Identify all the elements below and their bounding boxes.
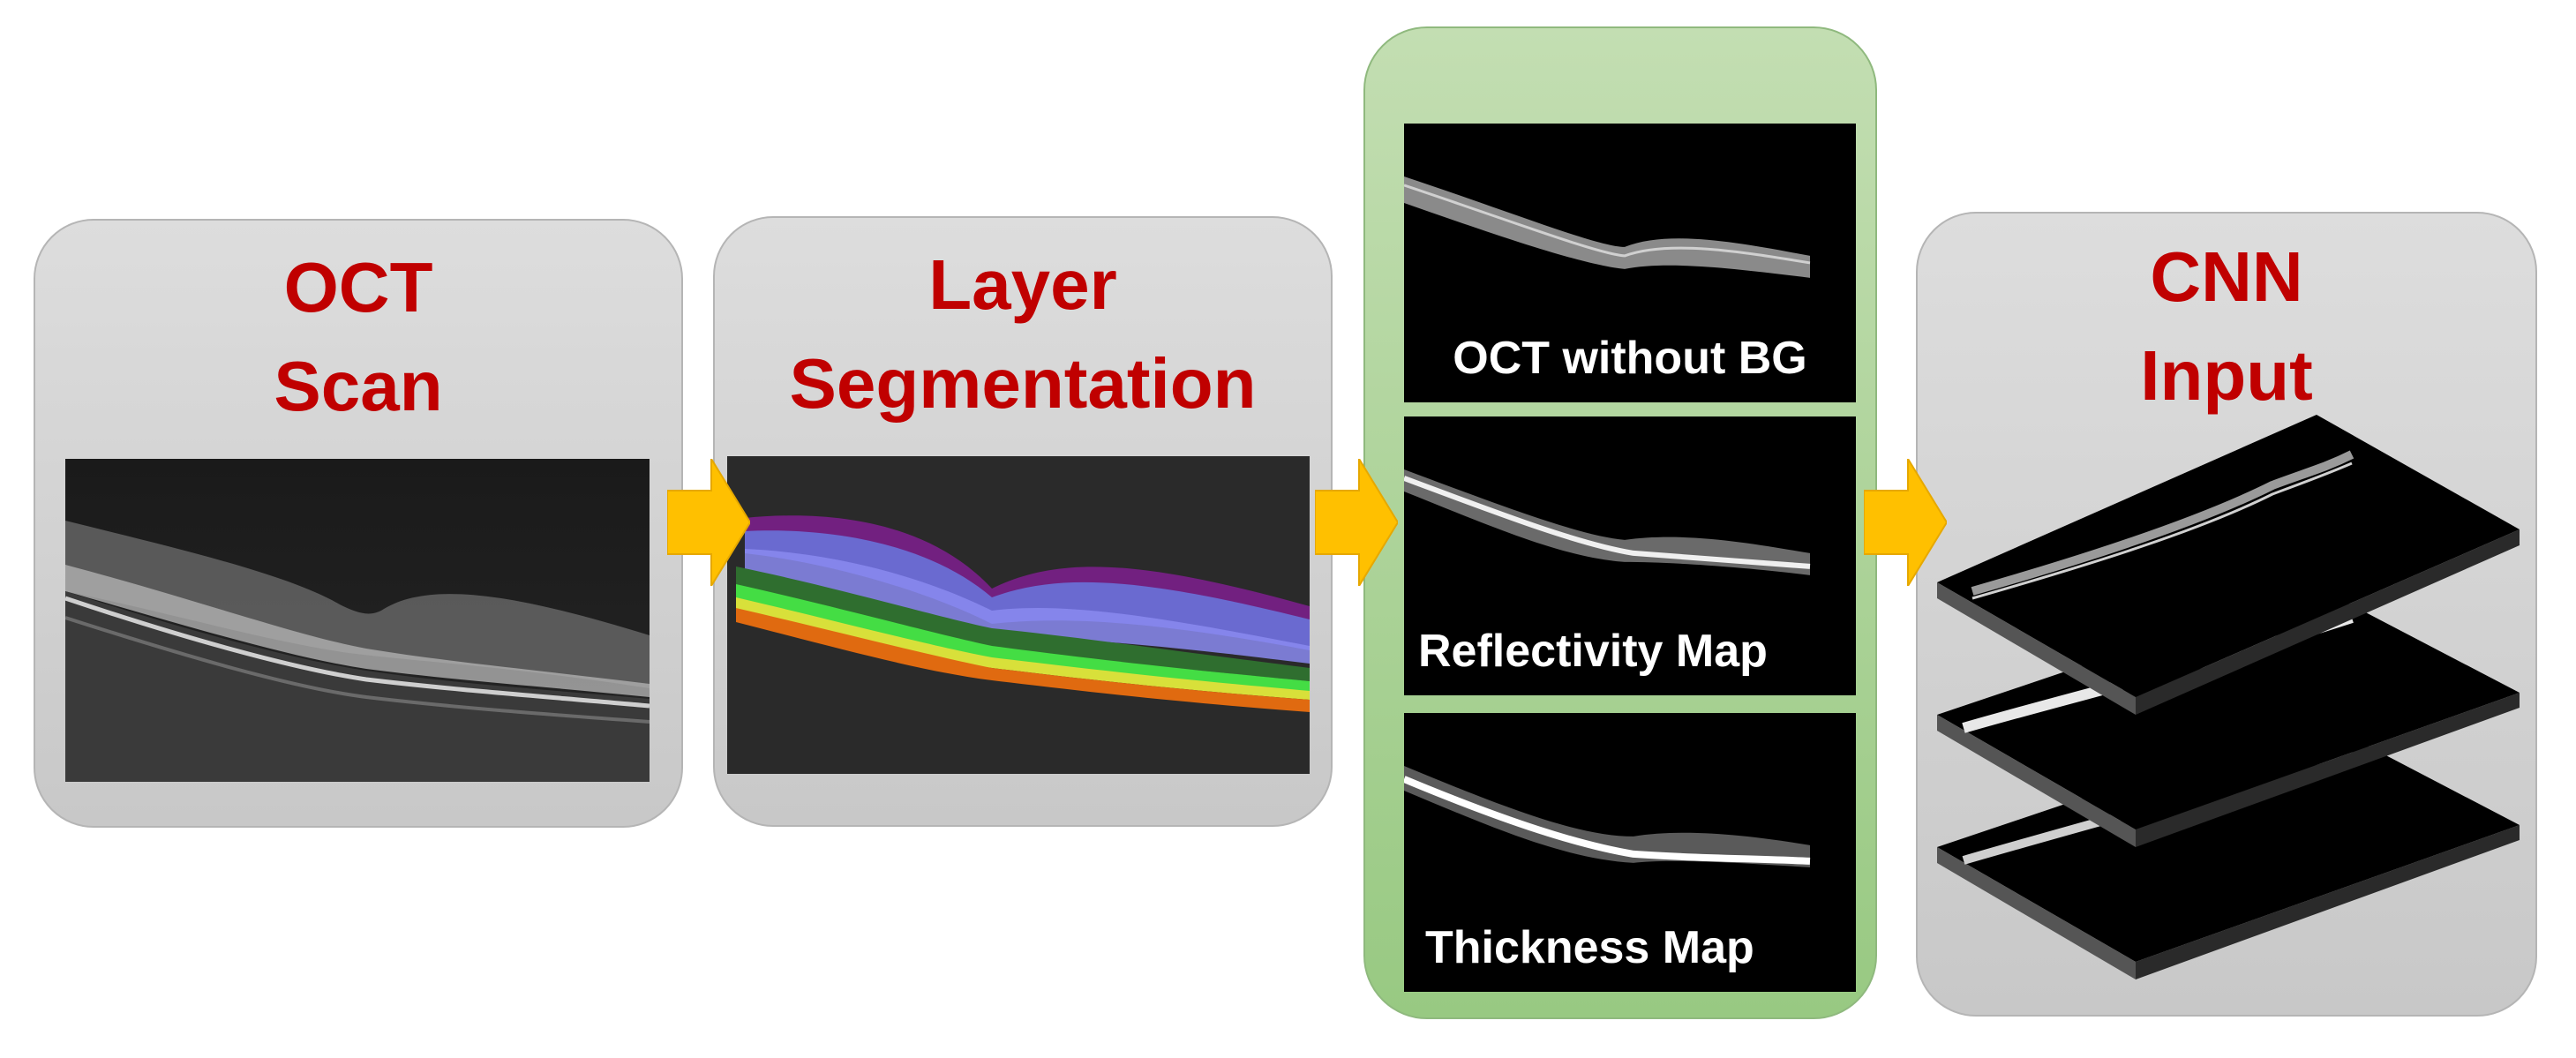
layer-segmentation-title-line1: Layer: [928, 245, 1117, 324]
cnn-input-title-line2: Input: [2140, 336, 2313, 415]
oct-without-bg-tile: OCT without BG: [1404, 124, 1856, 402]
reflectivity-map-tile: Reflectivity Map: [1404, 416, 1856, 695]
cnn-input-stack: [1937, 415, 2520, 979]
thickness-map-tile: Thickness Map: [1404, 713, 1856, 992]
oct-without-bg-label: OCT without BG: [1453, 333, 1807, 384]
oct-scan-title: OCT Scan: [35, 238, 681, 436]
right-arrow-icon: [667, 459, 750, 586]
cnn-input-title-line1: CNN: [2150, 237, 2303, 316]
oct-scan-title-line1: OCT: [283, 248, 433, 326]
right-arrow-icon: [1864, 459, 1947, 586]
oct-scan-image: [65, 459, 650, 782]
layer-segmentation-title-line2: Segmentation: [789, 344, 1257, 423]
layer-segmentation-image: [727, 456, 1310, 774]
layer-segmentation-panel: Layer Segmentation: [713, 216, 1333, 827]
oct-scan-title-line2: Scan: [274, 347, 443, 425]
cnn-input-title: CNN Input: [1918, 228, 2535, 425]
thickness-map-label: Thickness Map: [1425, 922, 1754, 973]
reflectivity-map-label: Reflectivity Map: [1418, 626, 1768, 677]
layer-segmentation-title: Layer Segmentation: [715, 236, 1331, 433]
oct-scan-panel: OCT Scan: [34, 219, 683, 828]
feature-maps-panel: OCT without BG Reflectivity Map Thicknes…: [1363, 26, 1877, 1019]
cnn-input-layer-top: [1937, 415, 2520, 715]
right-arrow-icon: [1315, 459, 1398, 586]
